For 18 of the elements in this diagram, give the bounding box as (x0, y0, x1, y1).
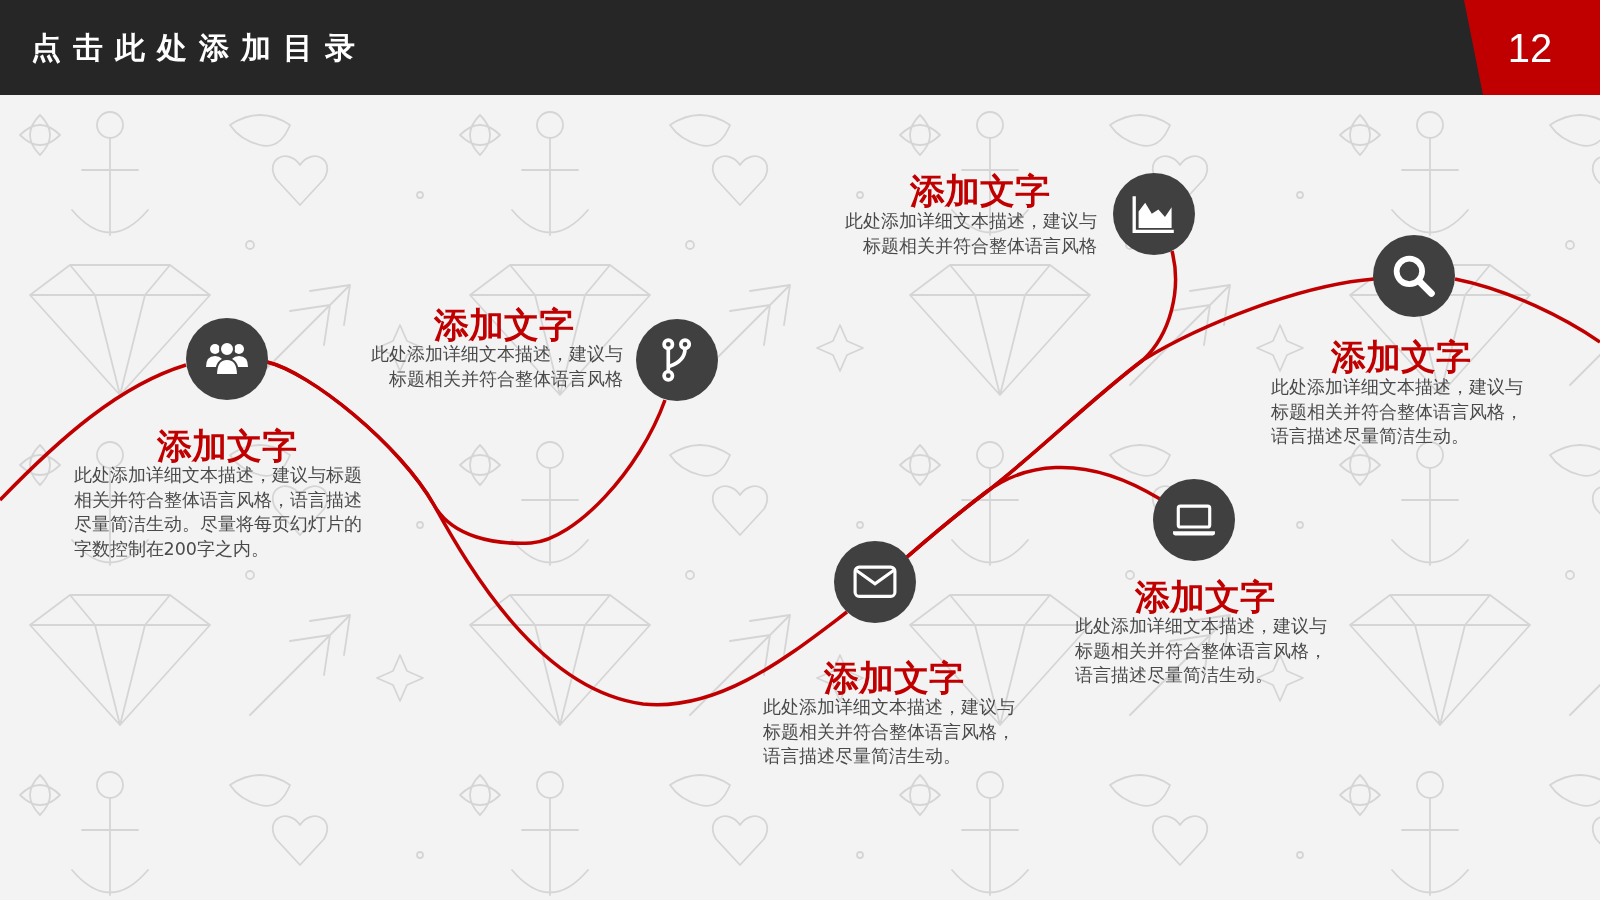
description-text: 此处添加详细文本描述，建议与标题相关并符合整体语言风格 (369, 343, 623, 391)
curve-line (266, 360, 849, 707)
description-text: 此处添加详细文本描述，建议与标题相关并符合整体语言风格，语言描述尽量简洁生动。尽量将每页幻灯片的字数控制在200字之内。 (73, 464, 363, 561)
page-number: 12 (1507, 27, 1553, 69)
heading: 添加文字 (909, 174, 1050, 208)
curve-line (1454, 277, 1600, 344)
heading: 添加文字 (824, 660, 964, 695)
heading: 添加文字 (1135, 580, 1275, 614)
heading: 添加文字 (1331, 340, 1471, 374)
heading: 添加文字 (434, 307, 574, 342)
slide-title: 点击此处添加目录 (31, 31, 367, 65)
description-text: 此处添加详细文本描述，建议与标题相关并符合整体语言风格，语言描述尽量简洁生动。 (1270, 376, 1524, 448)
description-text: 此处添加详细文本描述，建议与标题相关并符合整体语言风格 (844, 210, 1097, 258)
curve-line (0, 363, 187, 502)
description-text: 此处添加详细文本描述，建议与标题相关并符合整体语言风格，语言描述尽量简洁生动。 (763, 696, 1016, 768)
curve-line (905, 277, 1375, 559)
description-text: 此处添加详细文本描述，建议与标题相关并符合整体语言风格，语言描述尽量简洁生动。 (1074, 615, 1328, 687)
heading: 添加文字 (156, 429, 297, 463)
